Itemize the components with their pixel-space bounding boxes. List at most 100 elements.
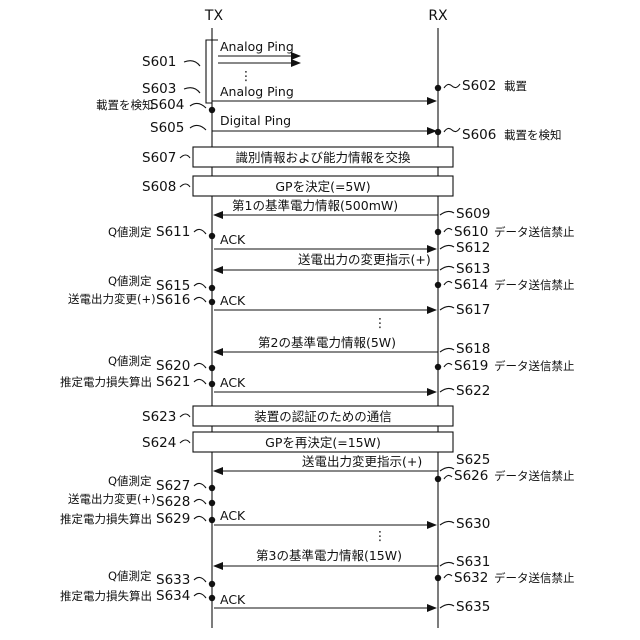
s616-dot <box>209 299 215 305</box>
s627-dot <box>209 485 215 491</box>
s602-note-placement: 載置 <box>504 79 527 93</box>
s619-dot <box>435 364 441 370</box>
s602-leader <box>444 84 460 88</box>
step-s624-label: S624 <box>142 435 176 451</box>
s619-leader <box>444 363 452 367</box>
step-s625-label: S625 <box>456 452 490 468</box>
step-s610-label: S610 <box>454 224 488 240</box>
step-s630-label: S630 <box>456 516 490 532</box>
ellipsis-3: ⋮ <box>374 528 387 543</box>
s628-dot <box>209 500 215 506</box>
step-s613-label: S613 <box>456 261 490 277</box>
ack-label-2: ACK <box>220 293 246 308</box>
ack-label-5: ACK <box>220 592 246 607</box>
s606-leader <box>444 128 460 132</box>
step-s629-label: S629 <box>156 511 190 527</box>
s629-dot <box>209 517 215 523</box>
step-s608-label: S608 <box>142 179 176 195</box>
s621-note: 推定電力損失算出 <box>60 375 152 389</box>
s616-note: 送電出力変更(+) <box>68 292 156 306</box>
step-s602-label: S602 <box>462 78 496 94</box>
digital-ping-label: Digital Ping <box>220 113 291 128</box>
second-ref-power-label: 第2の基準電力情報(5W) <box>258 335 396 350</box>
step-s605-label: S605 <box>150 120 184 136</box>
third-ref-power-label: 第3の基準電力情報(15W) <box>256 548 402 563</box>
s614-note: データ送信禁止 <box>494 278 575 292</box>
analog-ping-label-1: Analog Ping <box>220 39 294 54</box>
s611-dot <box>209 233 215 239</box>
s604-note-placement-detected: 載置を検知 <box>96 98 154 112</box>
power-change-instruction-2-label: 送電出力変更指示(+) <box>302 454 422 469</box>
s606-note-placement-detected: 載置を検知 <box>504 128 562 142</box>
step-s631-label: S631 <box>456 554 490 570</box>
s624-bar-text: GPを再決定(=15W) <box>265 435 381 450</box>
s626-dot <box>435 476 441 482</box>
s601-leader <box>184 61 200 66</box>
analog-ping-label-2: Analog Ping <box>220 84 294 99</box>
step-s618-label: S618 <box>456 341 490 357</box>
s615-leader <box>194 283 206 288</box>
s629-leader <box>194 516 206 521</box>
s608-leader <box>180 184 190 187</box>
s603-leader <box>184 88 200 93</box>
s620-leader <box>194 363 206 368</box>
step-s621-label: S621 <box>156 374 190 390</box>
s632-dot <box>435 575 441 581</box>
s623-leader <box>180 414 190 417</box>
s625-leader <box>440 467 454 471</box>
first-ref-power-label: 第1の基準電力情報(500mW) <box>232 198 398 213</box>
s632-leader <box>444 574 452 578</box>
s604-leader <box>190 103 206 108</box>
s611-note: Q値測定 <box>108 225 152 239</box>
s618-leader <box>440 348 454 352</box>
step-s611-label: S611 <box>156 224 190 240</box>
s635-leader <box>440 604 454 608</box>
s609-leader <box>440 211 454 215</box>
step-s623-label: S623 <box>142 409 176 425</box>
s606-dot <box>435 129 441 135</box>
s614-leader <box>444 281 452 285</box>
s619-note: データ送信禁止 <box>494 359 575 373</box>
s617-leader <box>440 306 454 310</box>
step-s609-label: S609 <box>456 206 490 222</box>
ack-label-4: ACK <box>220 508 246 523</box>
step-s626-label: S626 <box>454 468 488 484</box>
step-s627-label: S627 <box>156 478 190 494</box>
rx-lifeline-label: RX <box>428 8 448 24</box>
step-s604-label: S604 <box>150 97 184 113</box>
s628-note: 送電出力変更(+) <box>68 492 156 506</box>
s614-dot <box>435 282 441 288</box>
step-s628-label: S628 <box>156 494 190 510</box>
s602-dot <box>435 85 441 91</box>
step-s616-label: S616 <box>156 292 190 308</box>
s633-note: Q値測定 <box>108 569 152 583</box>
s621-dot <box>209 381 215 387</box>
step-s617-label: S617 <box>456 302 490 318</box>
s633-dot <box>209 581 215 587</box>
s620-note: Q値測定 <box>108 354 152 368</box>
s607-leader <box>180 155 190 158</box>
s613-leader <box>440 266 454 270</box>
step-s603-label: S603 <box>142 81 176 97</box>
s611-leader <box>194 229 206 234</box>
s610-note: データ送信禁止 <box>494 225 575 239</box>
s626-note: データ送信禁止 <box>494 469 575 483</box>
step-s633-label: S633 <box>156 572 190 588</box>
s630-leader <box>440 521 454 525</box>
step-s622-label: S622 <box>456 383 490 399</box>
s620-dot <box>209 365 215 371</box>
step-s607-label: S607 <box>142 150 176 166</box>
step-s632-label: S632 <box>454 570 488 586</box>
s623-bar-text: 装置の認証のための通信 <box>254 409 392 424</box>
s616-leader <box>194 297 206 302</box>
ellipsis-1: ⋮ <box>240 68 253 83</box>
step-s620-label: S620 <box>156 358 190 374</box>
step-s634-label: S634 <box>156 588 190 604</box>
s633-leader <box>194 577 206 582</box>
s604-dot <box>209 107 215 113</box>
s622-leader <box>440 388 454 392</box>
step-s601-label: S601 <box>142 54 176 70</box>
ack-label-1: ACK <box>220 232 246 247</box>
s610-leader <box>444 228 452 232</box>
